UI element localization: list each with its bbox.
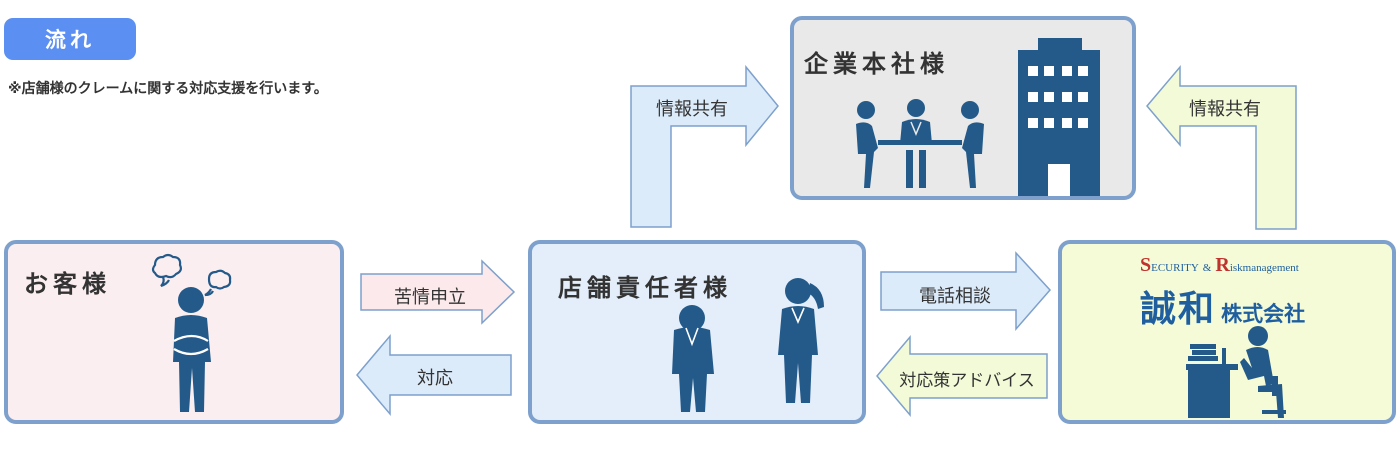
customer-box: お客様 (4, 240, 344, 424)
logo-ecurity: ECURITY (1151, 262, 1199, 274)
info-share-label-right: 情報共有 (1189, 99, 1261, 120)
description-note: ※店舗様のクレームに関する対応支援を行います。 (8, 81, 328, 97)
hq-title: 企業本社様 (804, 50, 949, 78)
seiwa-logo-tagline: SECURITY & Riskmanagement (1140, 254, 1299, 277)
apologizing-manager-icon (672, 305, 714, 412)
advice-arrow (876, 334, 1048, 418)
phone-consult-arrow (880, 251, 1052, 332)
company-name-suffix: 株式会社 (1221, 302, 1306, 326)
info-share-arrow-left (630, 64, 779, 228)
logo-r: R (1215, 254, 1230, 276)
company-name: 誠和 株式会社 (1140, 280, 1305, 332)
info-share-label-left: 情報共有 (656, 99, 728, 120)
logo-amp: & (1202, 262, 1212, 274)
info-share-arrow-right (1146, 64, 1297, 230)
response-label: 対応 (417, 368, 453, 389)
company-name-main: 誠和 (1140, 289, 1217, 330)
store-title: 店舗責任者様 (558, 274, 732, 302)
flow-tag: 流れ (4, 18, 136, 60)
complaint-label: 苦情申立 (394, 287, 466, 308)
response-arrow (356, 333, 512, 417)
logo-isk: iskmanagement (1229, 262, 1299, 274)
office-building-icon (1018, 38, 1100, 196)
customer-title: お客様 (24, 270, 111, 298)
logo-s: S (1140, 254, 1152, 276)
complaining-customer-icon (151, 253, 232, 412)
desk-worker-icon (1186, 326, 1286, 418)
meeting-icon (856, 99, 984, 188)
phone-manager-icon (778, 278, 824, 403)
advice-label: 対応策アドバイス (899, 371, 1035, 391)
complaint-arrow (360, 259, 516, 325)
phone-consult-label: 電話相談 (919, 286, 991, 307)
